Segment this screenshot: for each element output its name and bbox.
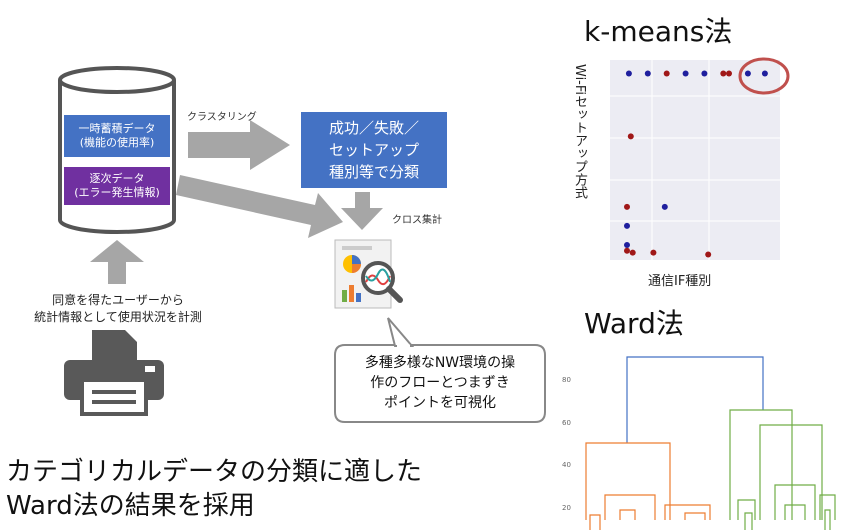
scatter-point — [663, 70, 670, 77]
scatter-point — [726, 70, 732, 77]
scatter-point — [644, 70, 651, 77]
classification-box — [301, 112, 447, 188]
scatter-point — [625, 70, 632, 77]
cross-arrow — [176, 175, 343, 238]
classification-label: 成功／失敗／ セットアップ 種別等で分類 — [328, 119, 419, 181]
kmeans-title: k-means法 — [584, 15, 733, 48]
temporary-data-label: 一時蓄積データ (機能の使用率) — [78, 122, 156, 149]
sequential-data-box — [64, 167, 170, 205]
scatter-point — [629, 249, 636, 256]
sequential-data-label: 逐次データ (エラー発生情報) — [74, 172, 160, 199]
tick-40: 40 — [562, 461, 571, 469]
scatter-point — [661, 203, 668, 210]
kmeans-scatter — [610, 57, 790, 260]
bubble-text: 多種多様なNW環境の操 作のフローとつまずき ポイントを可視化 — [364, 355, 516, 411]
consent-text: 同意を得たユーザーから 統計情報として使用状況を計測 — [34, 293, 202, 324]
scatter-point — [624, 247, 630, 254]
report-analysis-icon — [334, 239, 403, 309]
speech-bubble — [334, 317, 546, 423]
temporary-data-box — [64, 115, 170, 157]
scatter-point — [761, 70, 768, 77]
tick-80: 80 — [562, 376, 571, 384]
flow-diagram — [58, 66, 546, 423]
kmeans-ylabel: Wi-Fiセットアップ方式 — [572, 64, 587, 200]
scatter-point — [682, 70, 689, 77]
conclusion-text: カテゴリカルデータの分類に適した Ward法の結果を採用 — [6, 457, 423, 521]
printer-icon — [64, 330, 164, 416]
clustering-label: クラスタリング — [187, 112, 257, 123]
down-arrow — [341, 192, 383, 230]
cross-tab-label: クロス集計 — [392, 215, 442, 226]
scatter-point — [701, 70, 708, 77]
up-arrow — [90, 240, 144, 284]
scatter-point — [624, 242, 630, 248]
highlight-circle — [738, 57, 790, 95]
scatter-point — [624, 222, 630, 229]
ward-title: Ward法 — [584, 307, 684, 340]
scatter-point — [720, 70, 727, 77]
clustering-arrow — [188, 120, 290, 170]
scatter-point — [624, 203, 630, 210]
scatter-point — [744, 70, 751, 77]
ward-dendrogram: 80 60 40 20 — [562, 356, 836, 530]
scatter-point — [705, 251, 712, 258]
tick-60: 60 — [562, 419, 571, 427]
scatter-point — [650, 249, 657, 256]
kmeans-xlabel: 通信IF種別 — [648, 274, 712, 289]
scatter-point — [627, 133, 634, 140]
tick-20: 20 — [562, 504, 571, 512]
